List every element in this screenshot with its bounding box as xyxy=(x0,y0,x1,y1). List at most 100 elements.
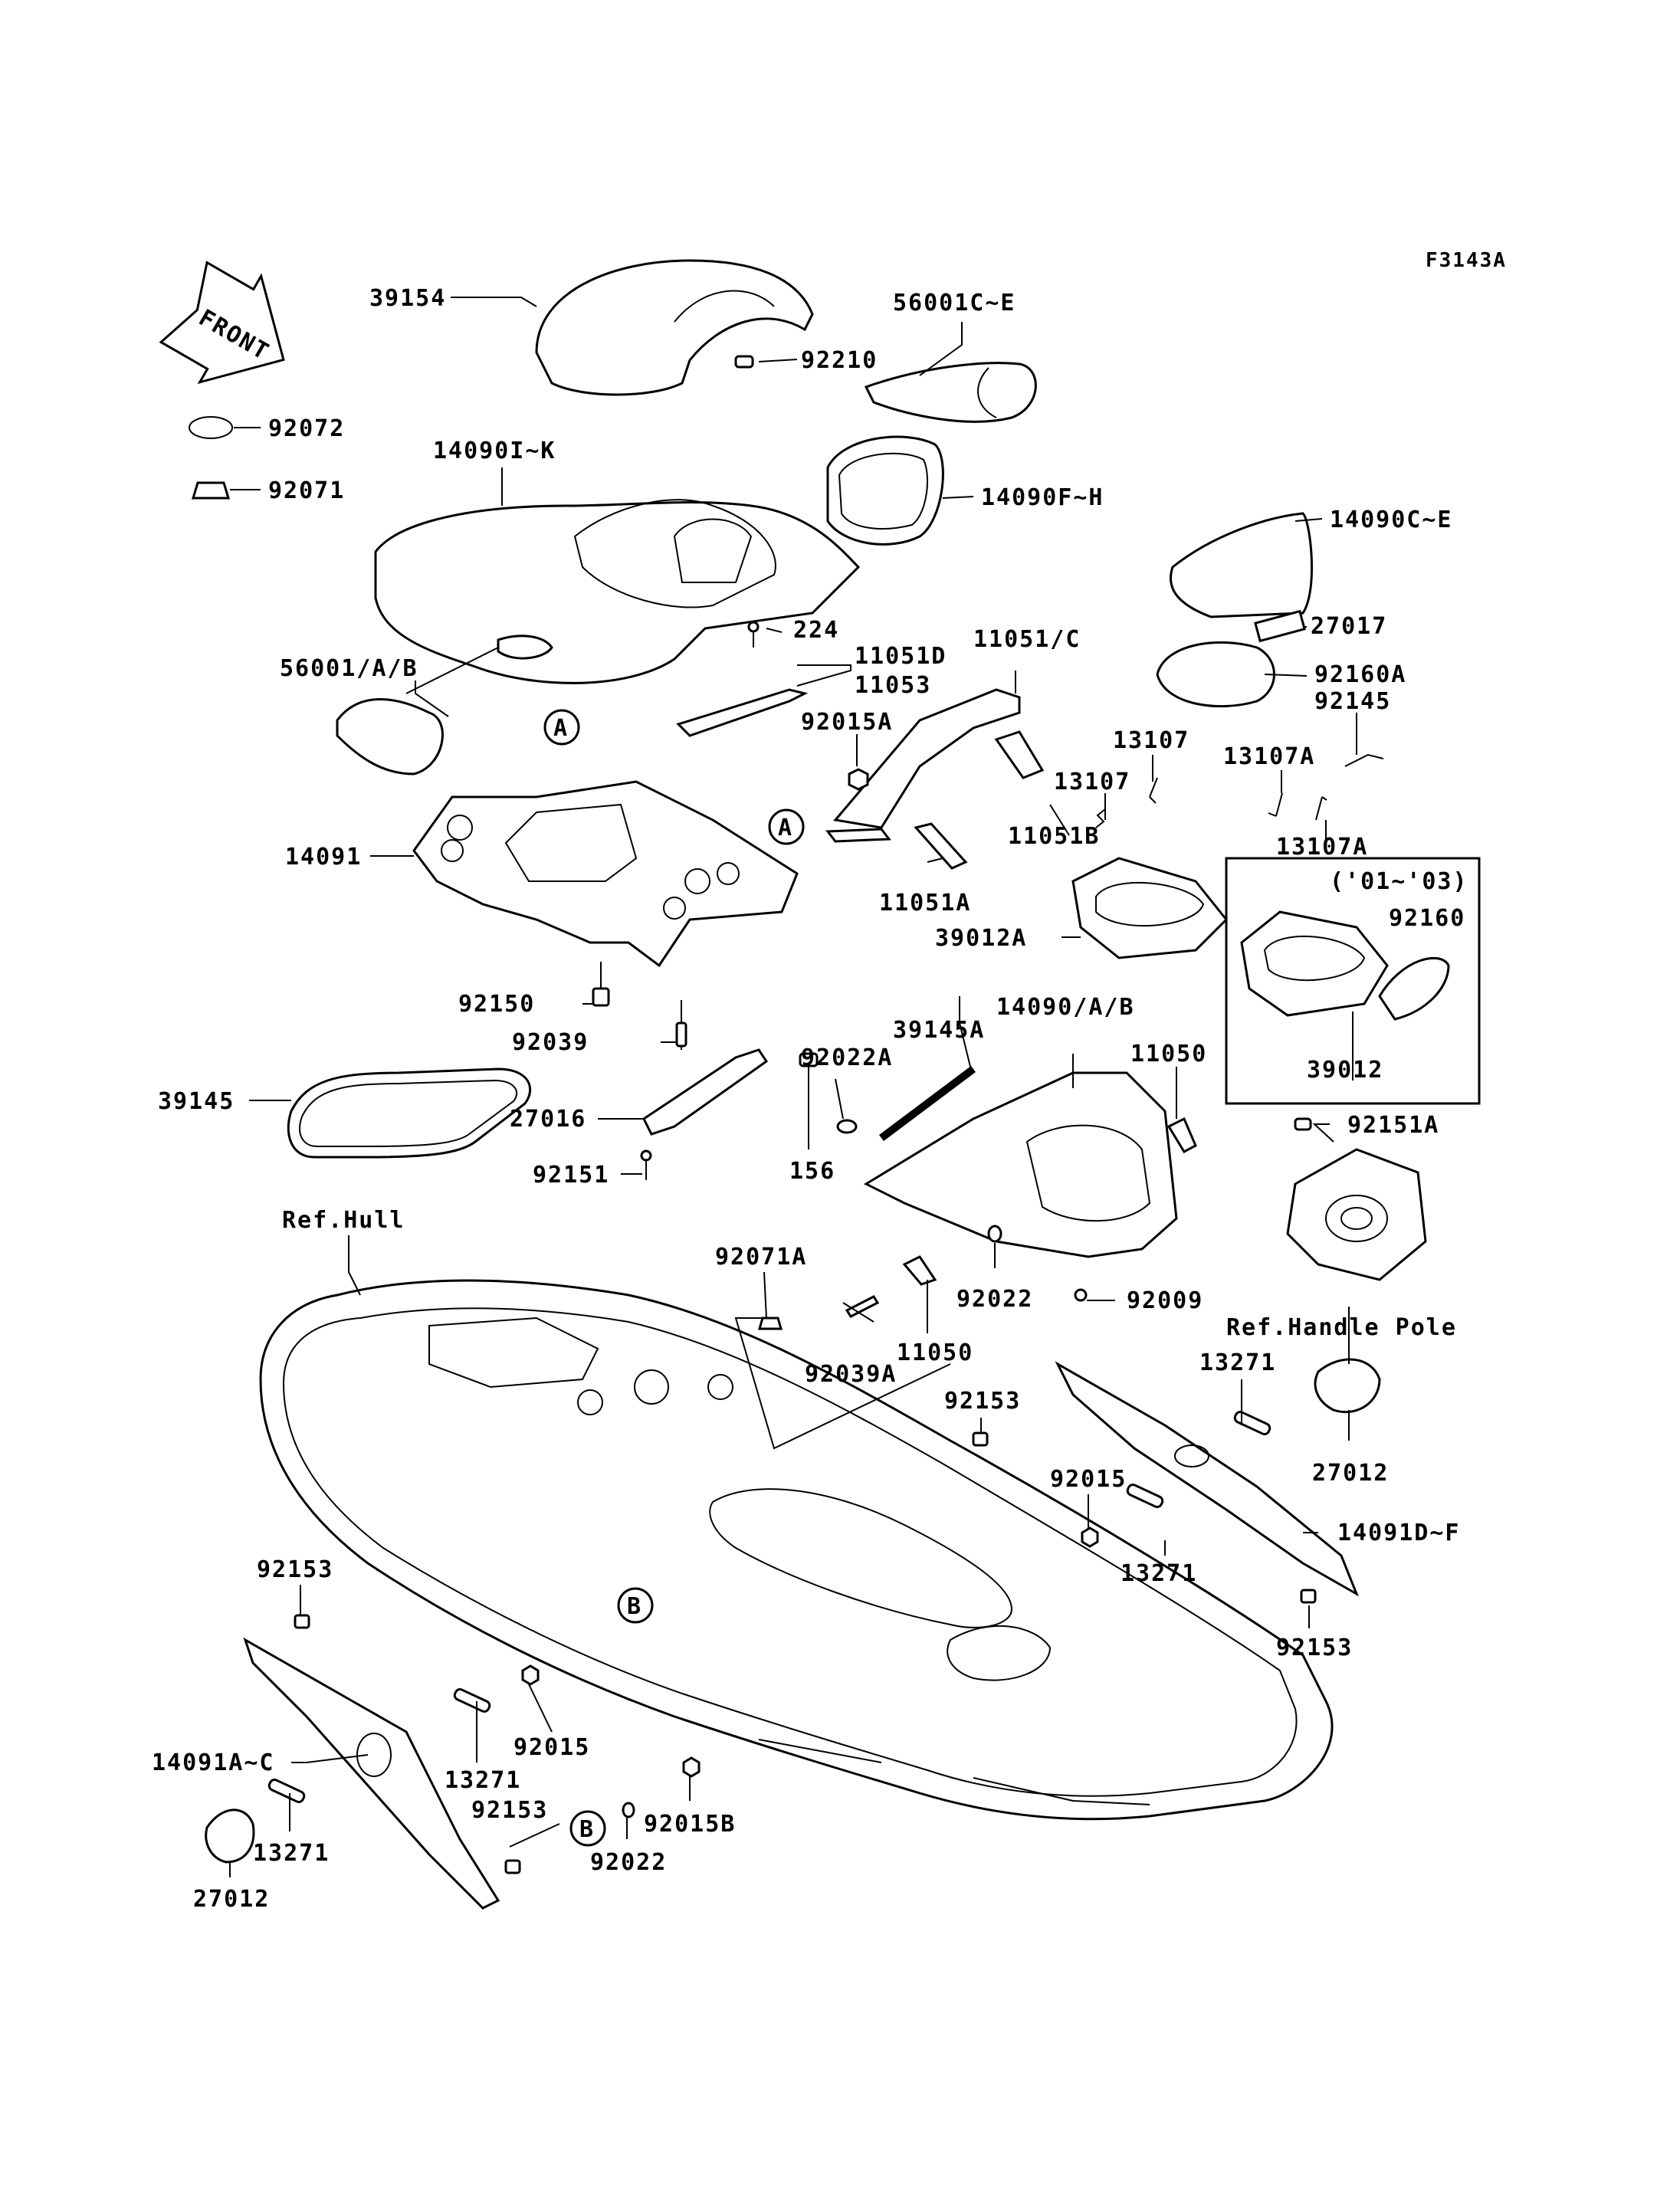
part-92153-bolt-2 xyxy=(1300,1589,1317,1604)
part-39154-seat-cover xyxy=(535,259,814,396)
label-92145: 92145 xyxy=(1314,688,1391,715)
part-56001-a-b xyxy=(336,698,444,776)
label-13271-3: 13271 xyxy=(445,1767,521,1794)
label-11050-1: 11050 xyxy=(1130,1041,1207,1067)
label-92015-2: 92015 xyxy=(514,1734,590,1761)
label-92153-1: 92153 xyxy=(944,1388,1021,1415)
label-11051a: 11051A xyxy=(879,890,971,917)
part-labels: 39154 92210 56001C~E 92072 92071 14090I~… xyxy=(152,285,1468,1913)
label-92022-1: 92022 xyxy=(956,1286,1033,1313)
label-ref-handle-pole: Ref.Handle Pole xyxy=(1226,1314,1457,1341)
label-92151a: 92151A xyxy=(1347,1112,1439,1139)
label-92151: 92151 xyxy=(533,1162,609,1189)
part-11051-lower xyxy=(825,828,891,843)
label-92022a: 92022A xyxy=(801,1044,893,1071)
part-92071a xyxy=(758,1317,783,1330)
label-ref-hull: Ref.Hull xyxy=(282,1207,405,1234)
part-13107-b xyxy=(1095,808,1106,828)
part-92015-nut-lower xyxy=(521,1664,540,1686)
label-39145: 39145 xyxy=(158,1088,235,1115)
label-92015b: 92015B xyxy=(644,1811,736,1838)
part-92072-clip xyxy=(189,416,233,439)
diagram-code: F3143A xyxy=(1426,249,1507,272)
part-27017 xyxy=(1254,609,1306,643)
part-92015a-nut xyxy=(848,768,869,791)
part-56001c-e xyxy=(864,362,1037,423)
label-14090f-h: 14090F~H xyxy=(981,484,1104,511)
part-92022-washer xyxy=(987,1225,1002,1243)
part-156-bolt xyxy=(799,1052,819,1088)
part-92039a-pin xyxy=(845,1295,880,1318)
part-13271-plate-1 xyxy=(1233,1410,1271,1436)
part-11051b xyxy=(994,730,1045,779)
label-11051d: 11051D xyxy=(855,643,947,670)
part-92071 xyxy=(191,481,231,500)
label-11051c: 11051/C xyxy=(973,626,1081,653)
part-11050-lower xyxy=(902,1255,937,1286)
part-92022a-washer xyxy=(836,1119,858,1134)
part-handle-pole-mount xyxy=(1286,1148,1427,1281)
part-92153-bolt-1 xyxy=(972,1431,989,1447)
label-01-03: ('01~'03) xyxy=(1330,868,1468,895)
svg-text:B: B xyxy=(627,1593,642,1620)
part-92153-bolt-4 xyxy=(504,1859,521,1874)
variant-box-01-03 xyxy=(1225,857,1481,1105)
part-13107a-b xyxy=(1315,796,1327,821)
part-14090i-k xyxy=(374,501,861,684)
label-13107-1: 13107 xyxy=(1113,727,1189,754)
callout-b-1: B xyxy=(617,1587,654,1624)
part-27012-lower xyxy=(205,1808,255,1864)
hull-reference xyxy=(259,1279,1334,1821)
part-39012-bin xyxy=(1240,910,1389,1017)
part-92015-nut-upper xyxy=(1081,1526,1099,1548)
label-92153-3: 92153 xyxy=(257,1556,333,1583)
part-92153-bolt-3 xyxy=(294,1614,310,1629)
label-13271-4: 13271 xyxy=(253,1840,330,1867)
label-14090i-k: 14090I~K xyxy=(433,438,556,464)
part-92022-washer-lower xyxy=(622,1802,635,1818)
callout-a-1: A xyxy=(543,709,580,746)
label-92009: 92009 xyxy=(1127,1287,1203,1314)
part-92151a-screw xyxy=(1294,1117,1312,1131)
part-92150-bolt xyxy=(592,962,610,1007)
part-92145 xyxy=(1344,753,1384,767)
label-224: 224 xyxy=(793,617,839,644)
part-39145-seal xyxy=(287,1067,532,1159)
label-56001c-e: 56001C~E xyxy=(893,290,1016,316)
label-92150: 92150 xyxy=(458,991,535,1018)
part-92039-pin xyxy=(675,1000,687,1050)
part-13271-plate-4 xyxy=(267,1778,306,1804)
part-14090-a-b xyxy=(863,1071,1178,1258)
label-14091a-c: 14091A~C xyxy=(152,1749,275,1776)
part-11051d-bracket xyxy=(676,688,809,737)
label-92071a: 92071A xyxy=(715,1244,807,1271)
part-39012a-bin xyxy=(1071,857,1229,959)
label-27017: 27017 xyxy=(1311,613,1387,640)
part-14091d-f-panel xyxy=(1055,1361,1359,1597)
label-92160a: 92160A xyxy=(1314,661,1406,688)
label-39145a: 39145A xyxy=(893,1017,985,1044)
label-14090-a-b: 14090/A/B xyxy=(996,994,1135,1021)
part-13271-plate-3 xyxy=(453,1687,491,1713)
part-14090f-h xyxy=(826,435,944,546)
part-27012-upper xyxy=(1314,1358,1381,1414)
label-27012-1: 27012 xyxy=(1312,1460,1389,1487)
part-11051a xyxy=(914,822,968,870)
label-11053: 11053 xyxy=(855,672,931,699)
label-92160: 92160 xyxy=(1389,905,1465,932)
part-14091a-c-panel xyxy=(243,1637,500,1910)
svg-text:B: B xyxy=(579,1816,595,1843)
label-92039: 92039 xyxy=(512,1029,589,1056)
label-56001-a-b: 56001/A/B xyxy=(280,655,418,682)
part-224-screw xyxy=(747,621,760,648)
callout-a-2: A xyxy=(768,808,805,845)
leader-lines xyxy=(229,297,1357,1877)
label-13107-2: 13107 xyxy=(1054,769,1130,795)
label-13271-2: 13271 xyxy=(1121,1560,1197,1587)
part-27016-rail xyxy=(642,1048,769,1136)
label-156: 156 xyxy=(789,1158,835,1185)
label-39154: 39154 xyxy=(369,285,446,312)
part-92160a xyxy=(1156,641,1275,708)
label-92022-2: 92022 xyxy=(590,1849,667,1876)
